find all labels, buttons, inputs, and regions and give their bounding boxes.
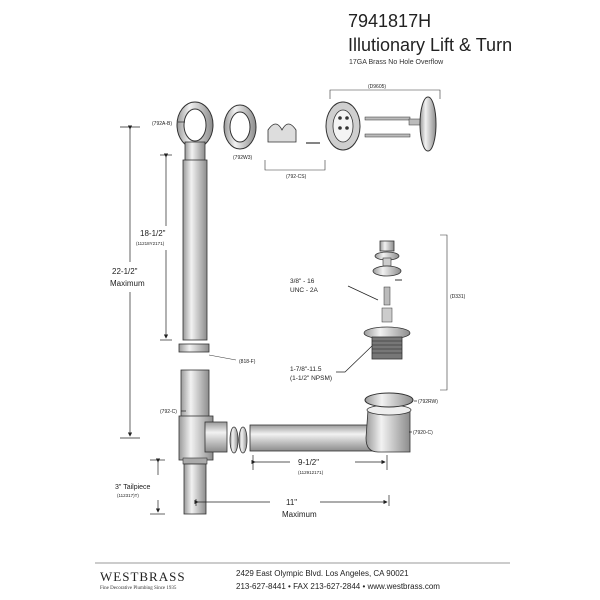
tailpiece-code: (112317)T) <box>117 493 139 498</box>
label-7920-c: (7920-C) <box>413 430 433 436</box>
brand-tagline: Fine Decorative Plumbing Since 1935 <box>100 586 177 591</box>
tailpiece <box>183 463 207 515</box>
product-subtitle: 17GA Brass No Hole Overflow <box>349 59 444 66</box>
lift-turn-drain <box>363 234 448 391</box>
thread-1-7-8-label: 1-7/8"-11.5 <box>290 366 322 373</box>
overflow-pipe <box>182 159 208 341</box>
label-792-c: (792-C) <box>160 409 177 415</box>
dim-9-code: (112912171) <box>298 470 324 475</box>
label-792rw: (792RW) <box>418 399 438 405</box>
thread-3-8-label: 3/8" - 16 <box>290 278 315 285</box>
product-title: Illutionary Lift & Turn <box>348 35 513 55</box>
drain-tee <box>178 369 228 465</box>
overflow-elbow <box>176 101 214 163</box>
dim-9-label: 9-1/2" <box>298 458 319 467</box>
label-792-cs: (792-CS) <box>286 174 307 180</box>
label-d9605: (D9605) <box>368 84 386 90</box>
slip-nut <box>178 343 237 361</box>
model-number: 7941817H <box>348 11 432 31</box>
overflow-gasket <box>223 104 257 150</box>
drain-shoe <box>365 404 412 453</box>
thread-npsm-label: (1-1/2" NPSM) <box>290 375 332 382</box>
company-contact: 213-627-8441 • FAX 213-627-2844 • www.we… <box>236 582 440 591</box>
overflow-cover <box>325 89 441 152</box>
dim-18-label: 18-1/2" <box>140 229 166 238</box>
label-792a-b: (792A-B) <box>152 121 172 127</box>
shoe-washers <box>229 426 248 454</box>
label-d331: (D331) <box>450 294 466 300</box>
label-818-f: (818-F) <box>239 359 256 365</box>
dim-18-code: (11218Y2171) <box>136 241 165 246</box>
brand-logo: WESTBRASS <box>100 569 186 584</box>
dim-22-label: 22-1/2" <box>112 267 138 276</box>
overflow-spacer <box>264 123 326 171</box>
company-address: 2429 East Olympic Blvd. Los Angeles, CA … <box>236 569 409 578</box>
thread-unc-label: UNC - 2A <box>290 287 318 294</box>
shoe-pipe <box>249 424 381 452</box>
shoe-gasket <box>364 392 414 408</box>
dim-11-maximum: Maximum <box>282 510 317 519</box>
dim-11-label: 11" <box>286 498 297 507</box>
label-792w3: (792W3) <box>233 155 253 161</box>
tailpiece-label: 3" Tailpiece <box>115 484 151 491</box>
dim-22-maximum: Maximum <box>110 279 145 288</box>
